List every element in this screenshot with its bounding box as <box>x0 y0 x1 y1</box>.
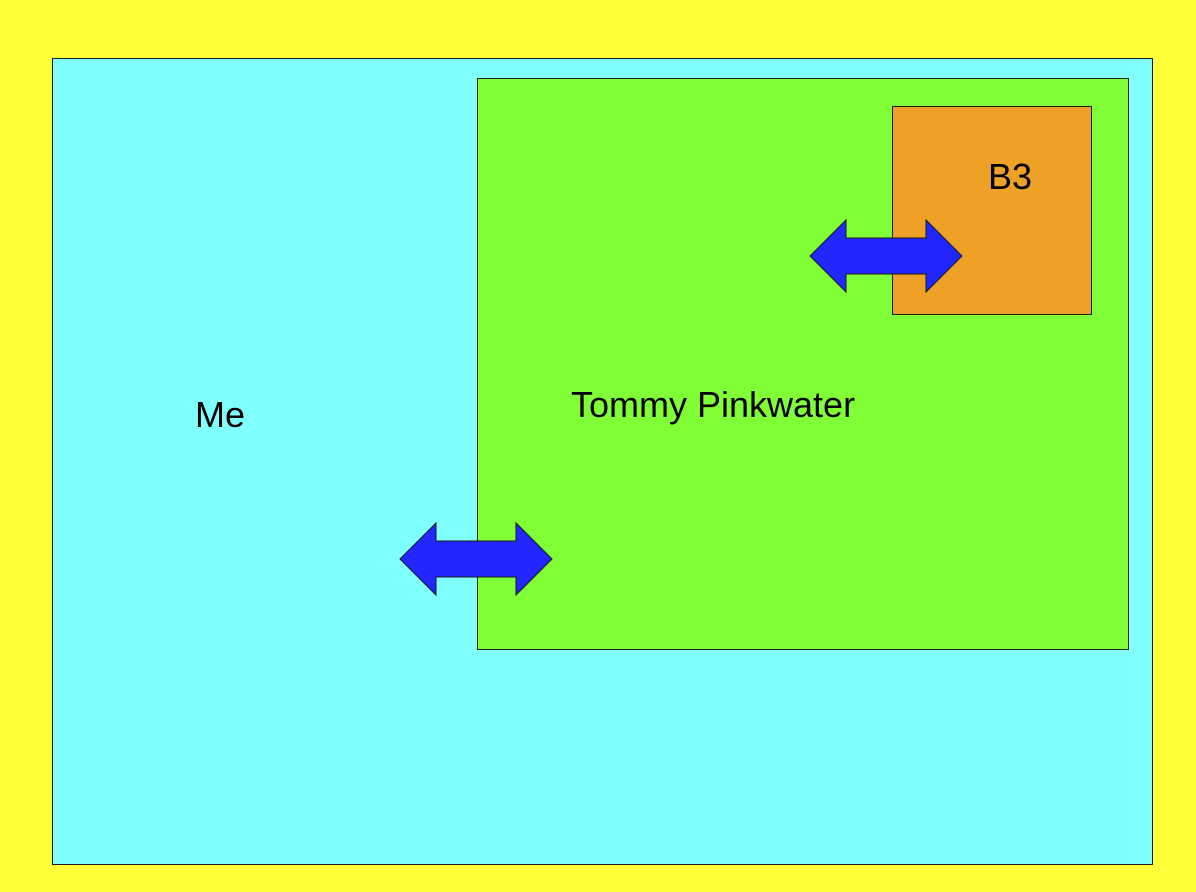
b3-label: B3 <box>988 156 1033 197</box>
tommy-pinkwater-label: Tommy Pinkwater <box>571 384 856 425</box>
b3-box <box>892 106 1092 315</box>
me-label: Me <box>195 394 246 435</box>
double-arrow-icon <box>809 218 963 294</box>
double-arrow-icon <box>399 521 553 597</box>
